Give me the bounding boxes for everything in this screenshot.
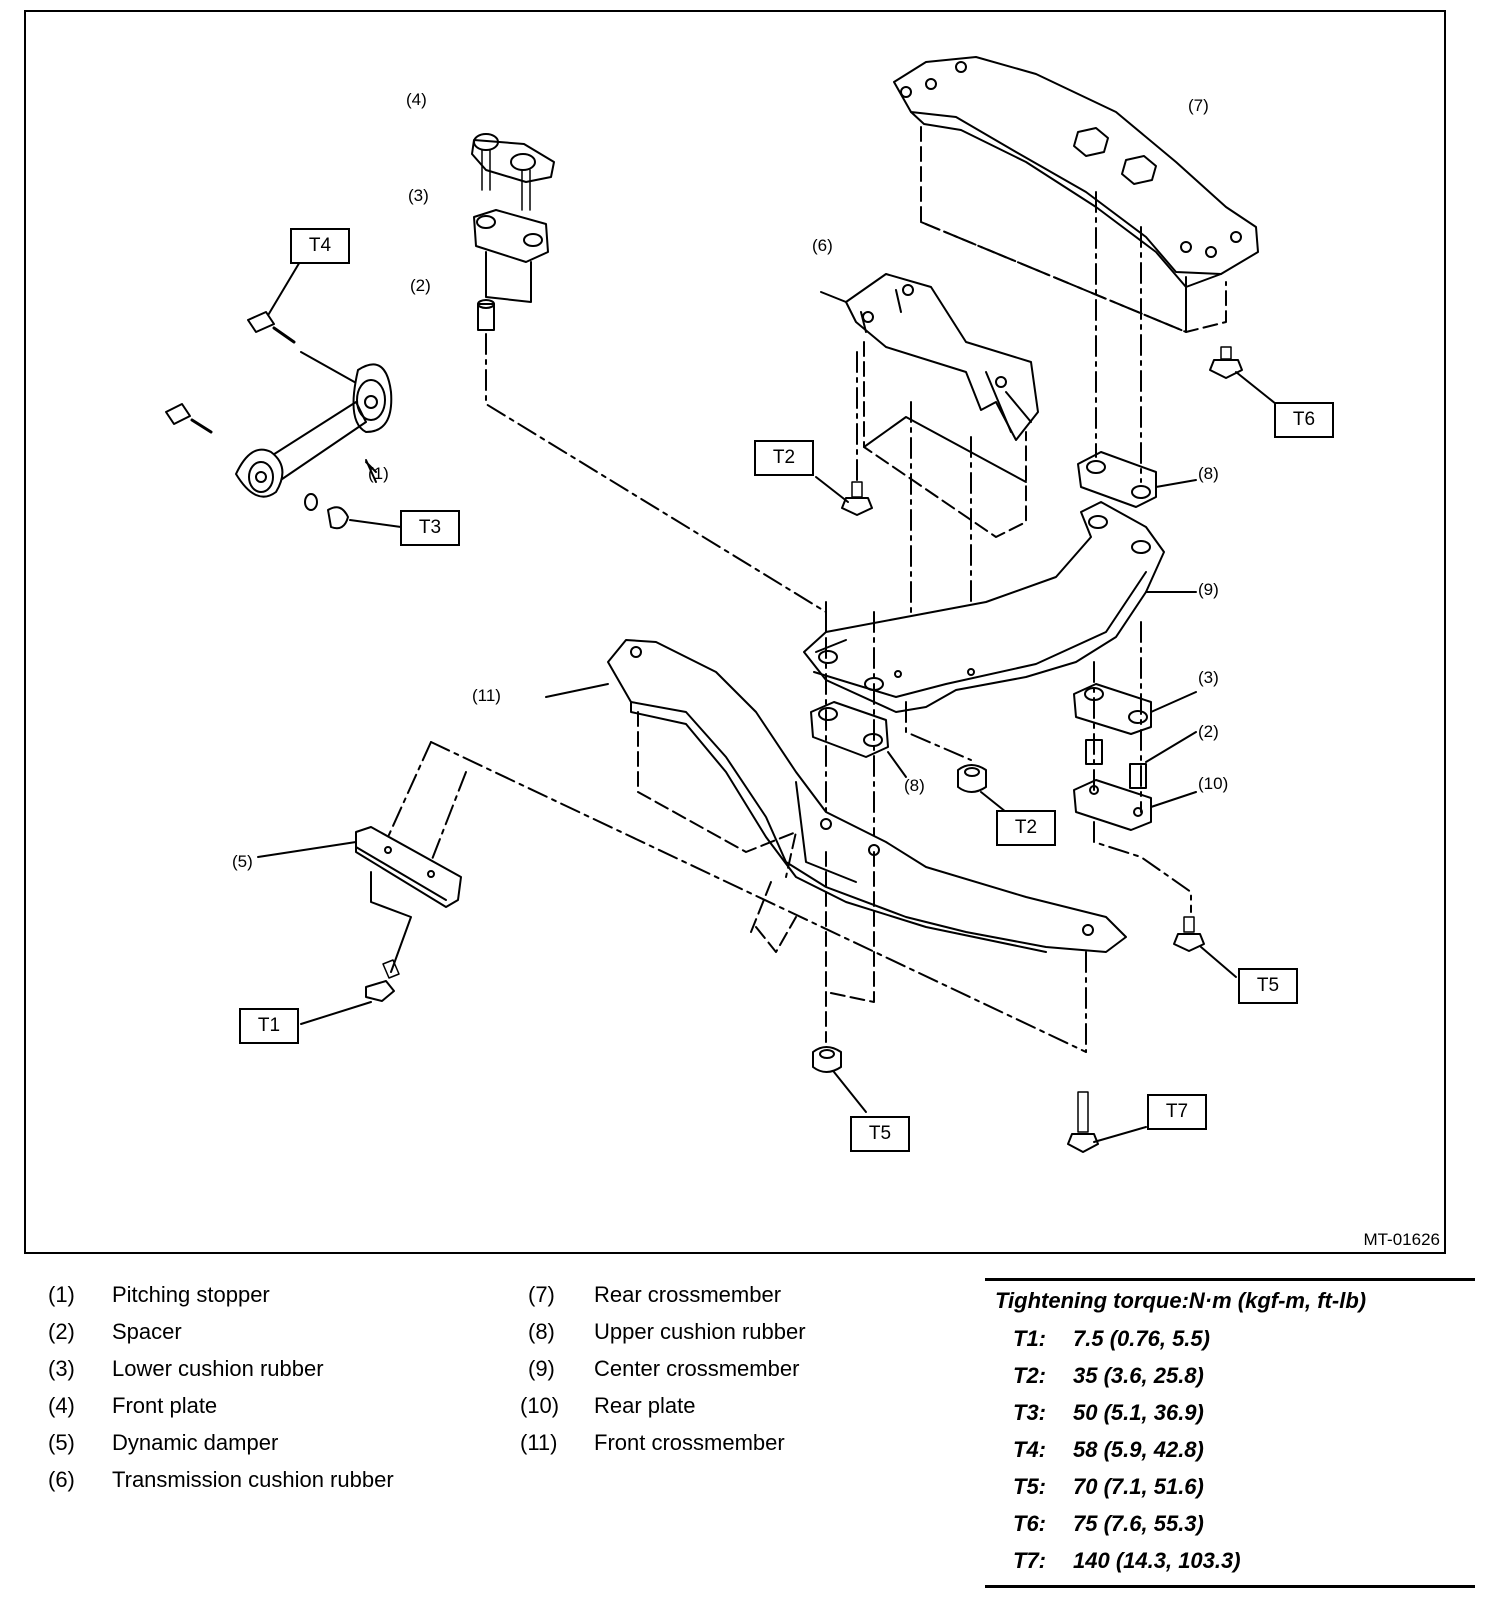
torque-code: T6: <box>1013 1511 1046 1536</box>
legend-num: (5) <box>48 1430 75 1455</box>
figure-id: MT-01626 <box>1363 1230 1440 1249</box>
diagram-drawing <box>165 56 1277 1153</box>
callout-6: (6) <box>812 236 833 255</box>
upper-cushion-rubber-rear <box>1077 191 1197 508</box>
torque-value: 58 (5.9, 42.8) <box>1073 1437 1204 1462</box>
legend-label: Front crossmember <box>594 1430 785 1455</box>
torque-code: T7: <box>1013 1548 1046 1573</box>
legend-num: (1) <box>48 1282 75 1307</box>
legend-label: Rear plate <box>594 1393 696 1418</box>
torque-box-t2-lower: T2 <box>996 810 1056 846</box>
torque-code: T5: <box>1013 1474 1046 1499</box>
legend-label: Center crossmember <box>594 1356 800 1381</box>
spacer-front <box>477 299 827 653</box>
torque-value: 35 (3.6, 25.8) <box>1073 1363 1204 1388</box>
torque-box-t5-bottom: T5 <box>850 1116 910 1152</box>
legend-num: (11) <box>520 1430 558 1455</box>
torque-box-t3: T3 <box>400 510 460 546</box>
legend-label: Transmission cushion rubber <box>112 1467 394 1492</box>
t1-bolt <box>300 959 400 1025</box>
callout-8-rear: (8) <box>1198 464 1219 483</box>
legend-num: (6) <box>48 1467 75 1492</box>
front-crossmember <box>545 639 1127 1043</box>
callout-8-front: (8) <box>904 776 925 795</box>
torque-value: 75 (7.6, 55.3) <box>1073 1511 1204 1536</box>
callout-11: (11) <box>472 686 501 705</box>
callout-2-rear: (2) <box>1198 722 1219 741</box>
torque-code: T1: <box>1013 1326 1046 1351</box>
callout-10: (10) <box>1198 774 1229 793</box>
legend-label: Lower cushion rubber <box>112 1356 324 1381</box>
callout-1: (1) <box>368 464 389 483</box>
legend-num: (8) <box>528 1319 555 1344</box>
torque-heading: Tightening torque:N·m (kgf-m, ft-lb) <box>995 1288 1367 1313</box>
callout-9: (9) <box>1198 580 1219 599</box>
legend-label: Rear crossmember <box>594 1282 782 1307</box>
legend-label: Dynamic damper <box>112 1430 279 1455</box>
legend-num: (7) <box>528 1282 555 1307</box>
torque-table: Tightening torque:N·m (kgf-m, ft-lb) T1:… <box>985 1278 1475 1592</box>
t2-lower-nut <box>905 701 1017 821</box>
t5-lower-nut <box>812 1046 867 1113</box>
front-plate <box>471 133 555 211</box>
callout-2-front: (2) <box>410 276 431 295</box>
torque-box-t6: T6 <box>1274 402 1334 438</box>
callout-3-front: (3) <box>408 186 429 205</box>
table-top-rule <box>985 1278 1475 1281</box>
callout-7: (7) <box>1188 96 1209 115</box>
rear-crossmember <box>893 56 1259 333</box>
legend-label: Front plate <box>112 1393 218 1418</box>
torque-value: 7.5 (0.76, 5.5) <box>1073 1326 1210 1351</box>
torque-box-t5-right: T5 <box>1238 968 1298 1004</box>
torque-box-t2-upper: T2 <box>754 440 814 476</box>
callout-5: (5) <box>232 852 253 871</box>
torque-code: T3: <box>1013 1400 1046 1425</box>
torque-box-t1: T1 <box>239 1008 299 1044</box>
exploded-diagram: T4 T3 T2 T6 T2 T5 T1 T5 T7 (4) (3) (2) (… <box>24 10 1446 1254</box>
dynamic-damper <box>257 741 1087 1053</box>
legend-num: (9) <box>528 1356 555 1381</box>
center-crossmember <box>803 501 1197 713</box>
pitching-stopper <box>165 259 402 530</box>
callout-4: (4) <box>406 90 427 109</box>
legend-num: (2) <box>48 1319 75 1344</box>
torque-code: T2: <box>1013 1363 1046 1388</box>
rear-mount-stack <box>1073 621 1237 978</box>
torque-value: 70 (7.1, 51.6) <box>1073 1474 1204 1499</box>
torque-box-t7: T7 <box>1147 1094 1207 1130</box>
legend-label: Upper cushion rubber <box>594 1319 806 1344</box>
lower-cushion-rubber-front <box>473 209 549 303</box>
torque-box-t4: T4 <box>290 228 350 264</box>
torque-code: T4: <box>1013 1437 1046 1462</box>
legend-label: Pitching stopper <box>112 1282 270 1307</box>
upper-cushion-rubber-front <box>810 601 907 843</box>
transmission-cushion-rubber <box>820 273 1039 673</box>
t7-bolt <box>750 881 1147 1153</box>
legend-num: (10) <box>520 1393 560 1418</box>
legend-num: (3) <box>48 1356 75 1381</box>
legend-label: Spacer <box>112 1319 182 1344</box>
t2-upper-bolt <box>815 351 873 516</box>
torque-value: 140 (14.3, 103.3) <box>1073 1548 1241 1573</box>
callout-3-rear: (3) <box>1198 668 1219 687</box>
torque-value: 50 (5.1, 36.9) <box>1073 1400 1204 1425</box>
t6-bolt <box>1209 346 1277 405</box>
legend-num: (4) <box>48 1393 75 1418</box>
table-bottom-rule <box>985 1585 1475 1588</box>
